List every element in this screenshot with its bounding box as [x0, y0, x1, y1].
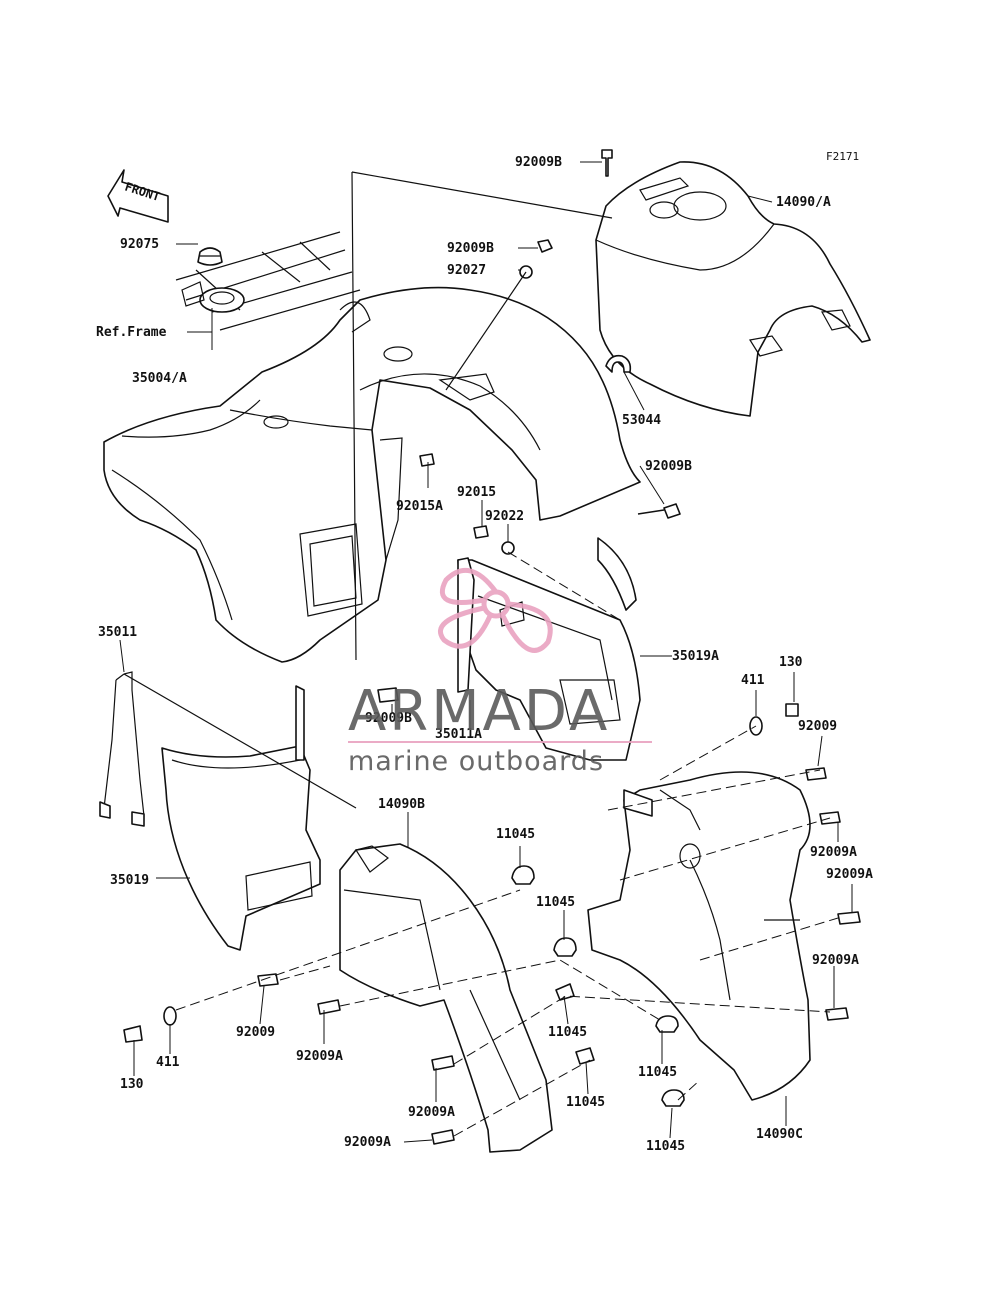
part-label: 130 [120, 1077, 144, 1092]
guide-lines [123, 171, 613, 809]
part-label: 14090C [756, 1127, 803, 1142]
part-label: 92075 [120, 237, 159, 252]
propeller-logo-icon [437, 568, 553, 653]
part-label: 11045 [496, 827, 535, 842]
part-label: 11045 [548, 1025, 587, 1040]
part-label: 92009 [236, 1025, 275, 1040]
mud-guard-35019 [161, 685, 321, 951]
part-label: 11045 [566, 1095, 605, 1110]
bolts [123, 149, 861, 1145]
part-label: 92009A [408, 1105, 455, 1120]
part-label: 35011 [98, 625, 137, 640]
part-label: 92015 [457, 485, 496, 500]
part-label: 92009B [447, 241, 494, 256]
part-label: 92009B [645, 459, 692, 474]
part-label: 35019 [110, 873, 149, 888]
side-cover-14090B [339, 843, 553, 1153]
clip-11045-a [511, 865, 535, 885]
leader-lines [119, 161, 853, 1143]
part-label: 35019A [672, 649, 719, 664]
part-label: 11045 [646, 1139, 685, 1154]
part-label: 35011A [435, 727, 482, 742]
part-label: 14090/A [776, 195, 831, 210]
clip-11045-c [555, 983, 575, 1001]
clip-11045-e [655, 1015, 679, 1033]
cushion-92075 [197, 247, 223, 266]
clip-11045-b [553, 937, 577, 957]
part-label: 11045 [638, 1065, 677, 1080]
part-label: 92027 [447, 263, 486, 278]
bracket-35011 [99, 671, 145, 827]
part-label: 14090B [378, 797, 425, 812]
watermark-tagline: marine outboards [348, 746, 604, 777]
front-fender-35004 [103, 286, 641, 663]
side-cover-14090C [587, 771, 811, 1101]
assembly-lines [175, 551, 839, 1137]
part-label: 92015A [396, 499, 443, 514]
part-label: 92009 [798, 719, 837, 734]
part-label: 92009B [515, 155, 562, 170]
watermark-brand: ARMADA [348, 679, 610, 744]
clip-11045-d [575, 1047, 595, 1065]
part-label: 411 [741, 673, 765, 688]
part-label: 92009A [296, 1049, 343, 1064]
part-label: 92009A [810, 845, 857, 860]
tank-cover-14090A [595, 161, 871, 417]
part-label: 411 [156, 1055, 180, 1070]
clip-11045-f [661, 1089, 685, 1107]
part-labels: 92009B 14090/A 92075 92009B 92027 Ref.Fr… [96, 155, 873, 1154]
part-label: 53044 [622, 413, 661, 428]
part-label: 92009A [812, 953, 859, 968]
watermark: ARMADA marine outboards [348, 568, 652, 777]
clip-53044 [605, 354, 632, 373]
part-label: 11045 [536, 895, 575, 910]
part-label: 35004/A [132, 371, 187, 386]
diagram-code: F2171 [826, 150, 859, 163]
ref-frame-label: Ref.Frame [96, 325, 167, 340]
part-label: 92022 [485, 509, 524, 524]
part-label: 92009B [365, 711, 412, 726]
front-arrow-icon: FRONT [107, 169, 169, 223]
part-label: 92009A [344, 1135, 391, 1150]
reference-frame [175, 231, 361, 350]
part-label: 130 [779, 655, 803, 670]
part-label: 92009A [826, 867, 873, 882]
